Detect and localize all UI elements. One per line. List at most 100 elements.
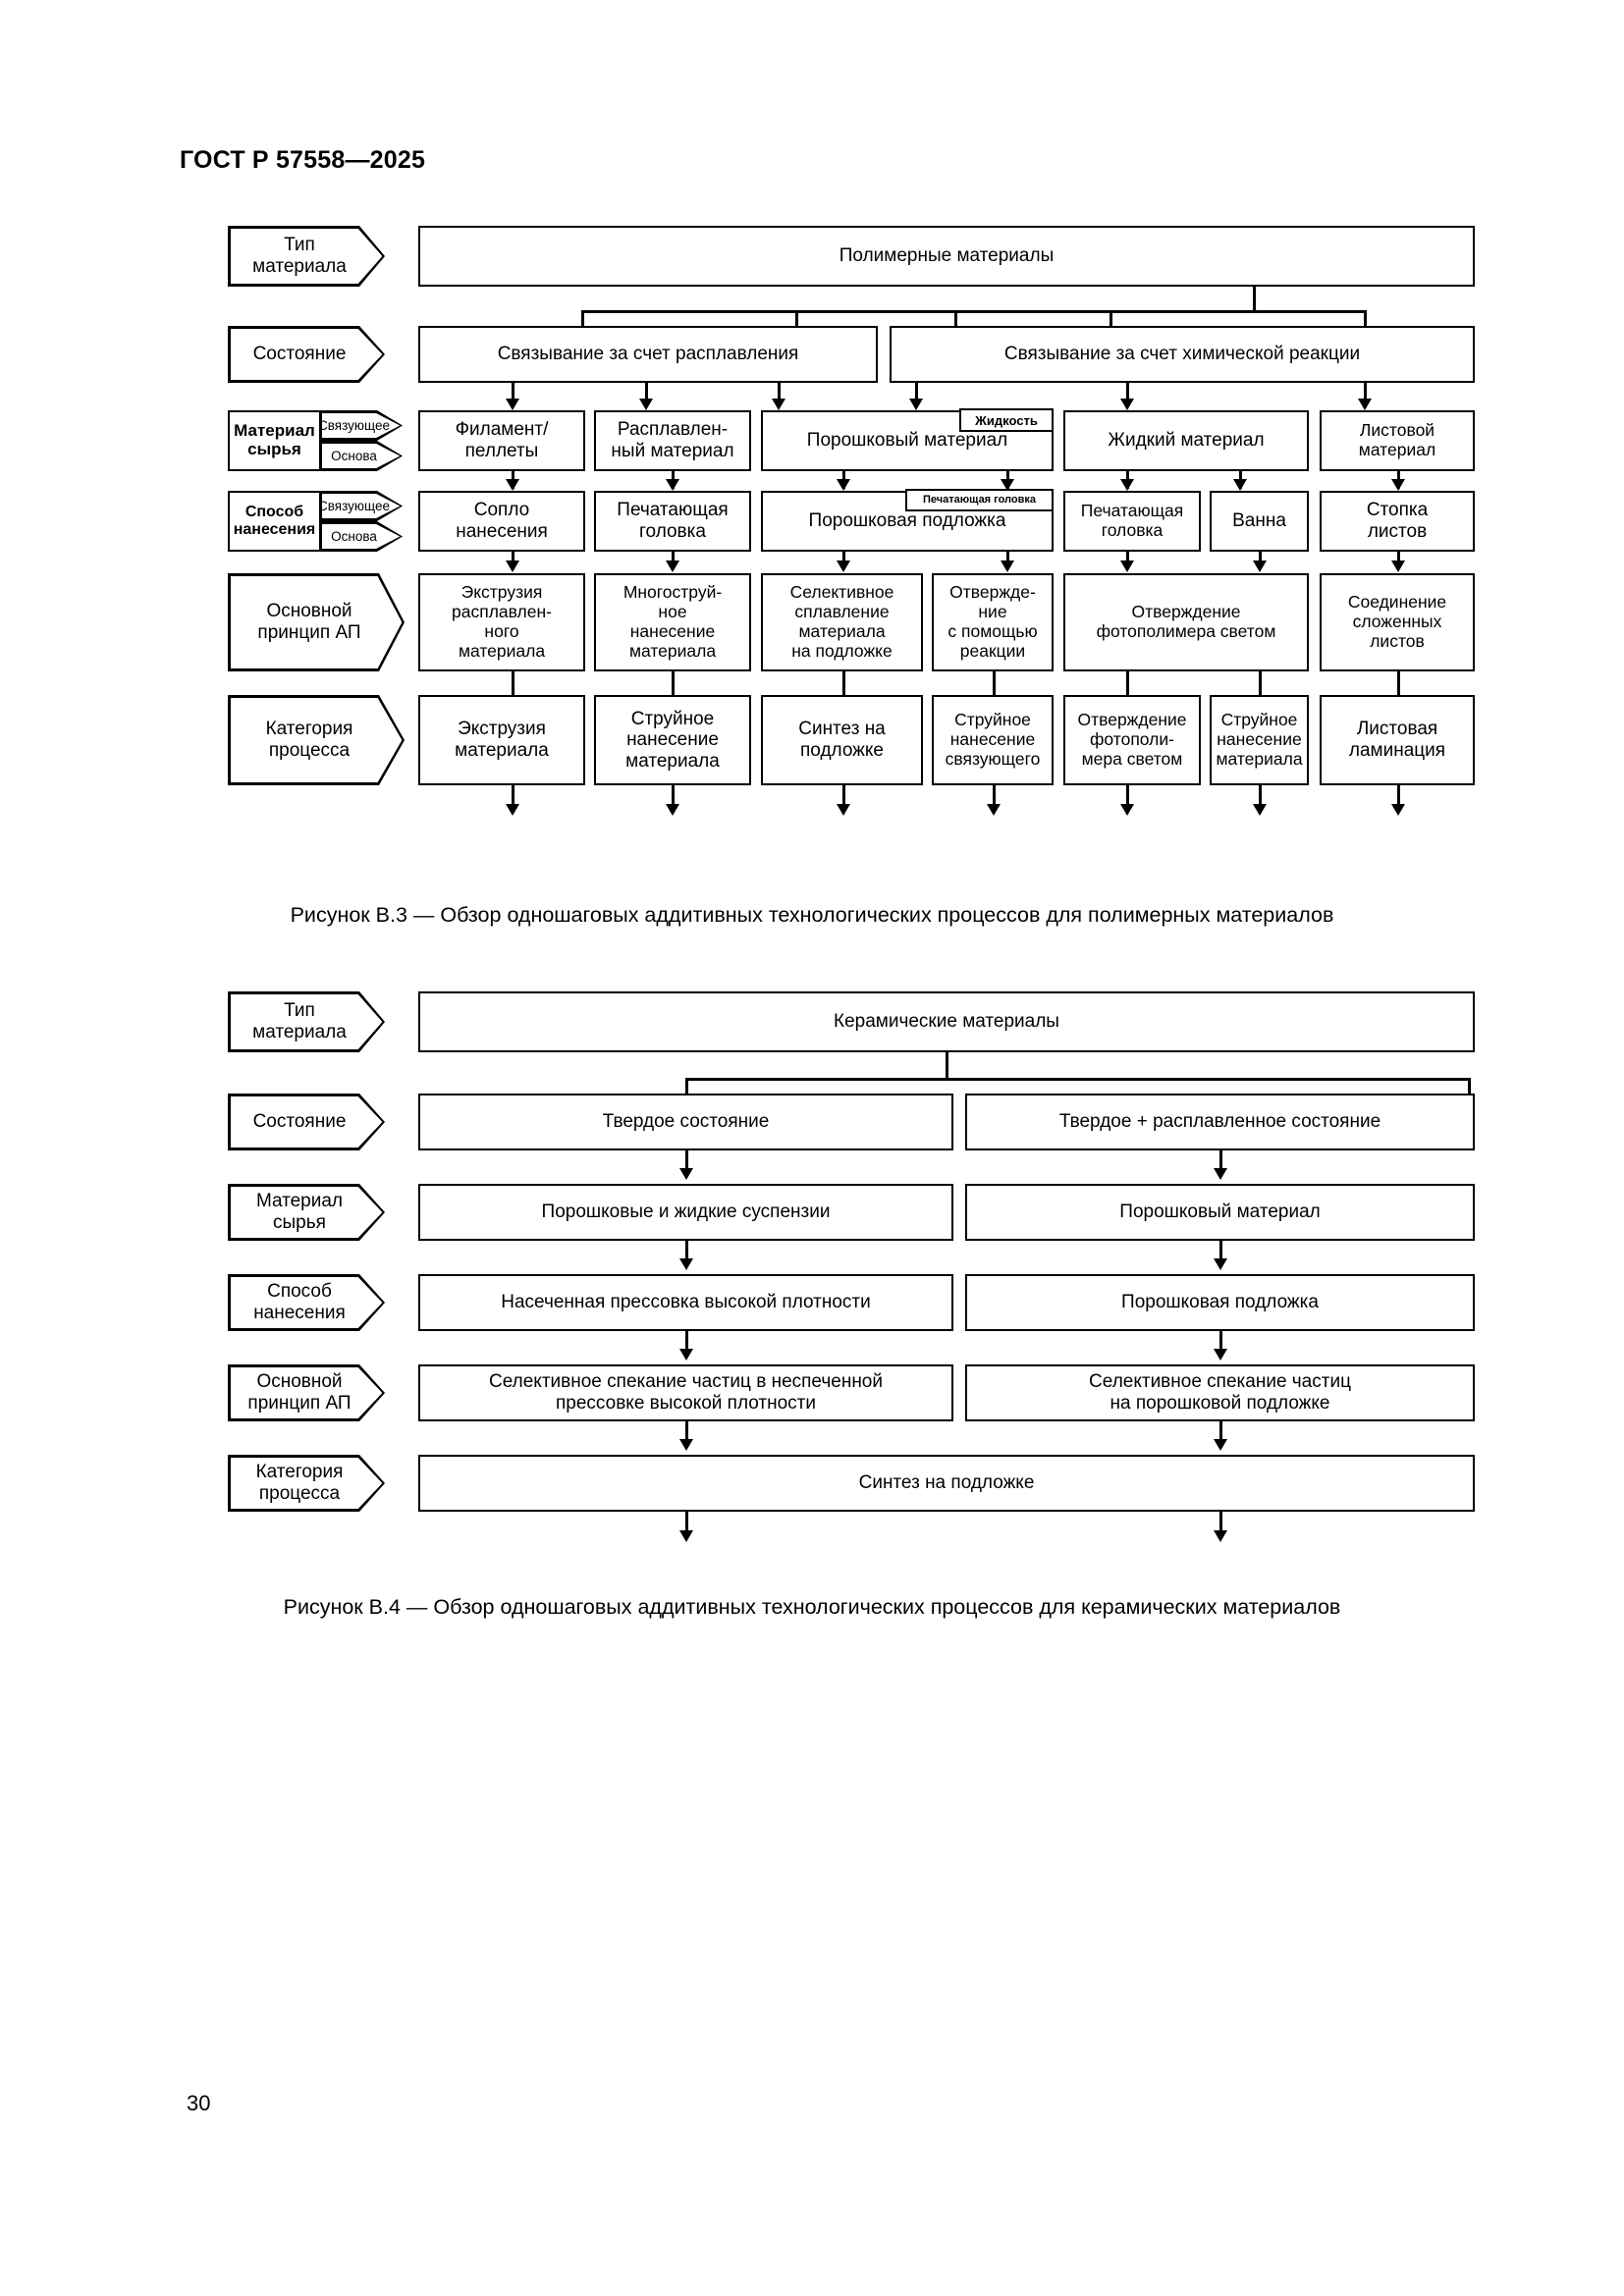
row-label-base-deposition: Основа (322, 524, 401, 550)
connector-vline (842, 671, 845, 695)
box-high-density-compaction: Насеченная прессовка высокой плотности (418, 1274, 953, 1331)
row-label-am-principle: Основной принцип АП (231, 576, 403, 669)
arrow-down-icon (837, 804, 850, 816)
connector-vline (685, 1241, 688, 1260)
box-binder-jetting: Струйное нанесение связующего (932, 695, 1054, 785)
row-label-raw-material: Материал сырья (231, 1187, 383, 1239)
connector-vline (1110, 310, 1112, 328)
tag-print-head: Печатающая головка (905, 489, 1054, 511)
document-header: ГОСТ Р 57558—2025 (180, 146, 426, 174)
connector-vline (1219, 1331, 1222, 1351)
row-label-raw-material: Материал сырья (228, 410, 321, 471)
connector-vline (685, 1150, 688, 1170)
connector-vline (1397, 785, 1400, 807)
row-label-deposition-method: Способ нанесения (228, 491, 321, 552)
connector-vline (512, 383, 514, 400)
connector-vline (1219, 1421, 1222, 1441)
box-chemical-bonding: Связывание за счет химической реакции (890, 326, 1475, 383)
connector-vline (672, 671, 675, 695)
connector-vline (1219, 1512, 1222, 1533)
box-powder-material: Порошковый материал (965, 1184, 1475, 1241)
arrow-down-icon (1391, 561, 1405, 572)
connector-vline (915, 383, 918, 400)
box-sheet-stack: Стопка листов (1320, 491, 1475, 552)
arrow-down-icon (666, 561, 679, 572)
connector-vline (1006, 552, 1009, 565)
arrow-down-icon (1001, 561, 1014, 572)
connector-vline (778, 383, 781, 400)
box-material-extrusion: Экструзия материала (418, 695, 585, 785)
row-label-type-material: Тип материала (231, 994, 383, 1050)
arrow-down-icon (1214, 1168, 1227, 1180)
box-print-head-2: Печатающая головка (1063, 491, 1201, 552)
arrow-down-icon (1120, 804, 1134, 816)
connector-vline (1364, 310, 1367, 328)
connector-vline (1253, 287, 1256, 312)
box-powder-liquid-suspensions: Порошковые и жидкие суспензии (418, 1184, 953, 1241)
box-powder-bed: Порошковая подложка (965, 1274, 1475, 1331)
box-selective-sintering-compact: Селективное спекание частиц в неспеченно… (418, 1364, 953, 1421)
connector-vline (685, 1512, 688, 1533)
box-ceramic-materials: Керамические материалы (418, 991, 1475, 1052)
connector-vline (1126, 552, 1129, 565)
arrow-down-icon (639, 399, 653, 410)
box-filament-pellets: Филамент/ пеллеты (418, 410, 585, 471)
arrow-down-icon (506, 561, 519, 572)
connector-vline (672, 552, 675, 565)
box-powder-bed-fusion: Синтез на подложке (761, 695, 923, 785)
arrow-down-icon (837, 561, 850, 572)
arrow-down-icon (1214, 1258, 1227, 1270)
box-multi-jet-deposition: Многоструй- ное нанесение материала (594, 573, 751, 671)
box-print-head-1: Печатающая головка (594, 491, 751, 552)
arrow-down-icon (679, 1168, 693, 1180)
arrow-down-icon (1391, 479, 1405, 491)
connector-vline (946, 1052, 948, 1080)
box-molten-material: Расплавлен- ный материал (594, 410, 751, 471)
arrow-down-icon (1001, 479, 1014, 491)
arrow-down-icon (1253, 561, 1267, 572)
box-solid-molten-state: Твердое + расплавленное состояние (965, 1094, 1475, 1150)
figure-b3-flowchart: Тип материала Состояние Материал сырья С… (228, 226, 1475, 864)
arrow-down-icon (679, 1530, 693, 1542)
row-label-binder-raw: Связующее (322, 413, 401, 439)
box-sheet-joining: Соединение сложенных листов (1320, 573, 1475, 671)
row-label-state: Состояние (231, 1096, 383, 1148)
box-melt-bonding: Связывание за счет расплавления (418, 326, 878, 383)
arrow-down-icon (1214, 1530, 1227, 1542)
box-powder-material: Порошковый материал (761, 410, 1054, 471)
row-label-am-principle: Основной принцип АП (231, 1367, 383, 1419)
connector-vline (645, 383, 648, 400)
box-selective-fusion: Селективное сплавление материала на подл… (761, 573, 923, 671)
arrow-down-icon (1233, 479, 1247, 491)
page-number: 30 (187, 2091, 211, 2115)
figure-b4-flowchart: Тип материала Состояние Материал сырья С… (228, 991, 1475, 1561)
connector-vline (685, 1421, 688, 1441)
connector-hline (685, 1078, 1471, 1081)
arrow-down-icon (506, 804, 519, 816)
figure-b4-caption: Рисунок В.4 — Обзор одношаговых аддитивн… (283, 1595, 1341, 1619)
arrow-down-icon (1214, 1349, 1227, 1361)
connector-vline (581, 310, 584, 328)
row-label-process-category: Категория процесса (231, 698, 403, 783)
connector-vline (842, 552, 845, 565)
box-vat: Ванна (1210, 491, 1309, 552)
connector-vline (1219, 1150, 1222, 1170)
box-solid-state: Твердое состояние (418, 1094, 953, 1150)
box-curing-reaction: Отвержде- ние с помощью реакции (932, 573, 1054, 671)
connector-vline (512, 552, 514, 565)
figure-b3-caption: Рисунок В.3 — Обзор одношаговых аддитивн… (290, 903, 1334, 927)
arrow-down-icon (679, 1349, 693, 1361)
connector-vline (842, 785, 845, 807)
box-vat-photopolymerization: Отверждение фотополи- мера светом (1063, 695, 1201, 785)
connector-vline (993, 671, 996, 695)
connector-vline (685, 1078, 688, 1095)
connector-vline (1126, 671, 1129, 695)
connector-vline (1397, 552, 1400, 565)
arrow-down-icon (1214, 1439, 1227, 1451)
arrow-down-icon (909, 399, 923, 410)
box-material-jetting: Струйное нанесение материала (594, 695, 751, 785)
connector-hline (581, 310, 1367, 313)
arrow-down-icon (1120, 561, 1134, 572)
arrow-down-icon (666, 804, 679, 816)
